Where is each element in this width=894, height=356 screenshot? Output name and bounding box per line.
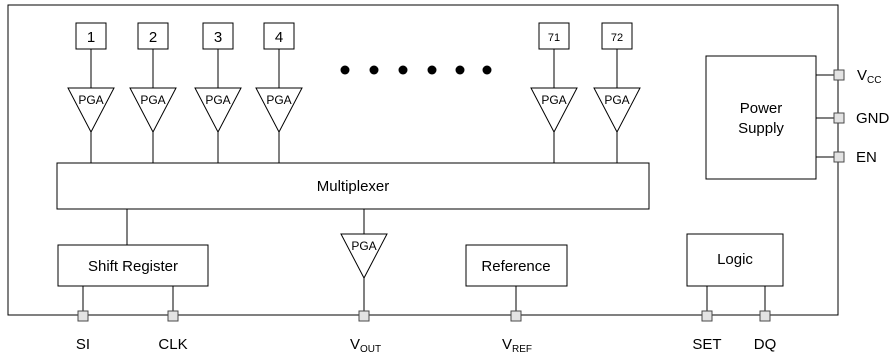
output-pga-label: PGA xyxy=(351,239,376,253)
channel-2: 2 PGA xyxy=(129,22,177,163)
pga-triangle xyxy=(593,87,641,134)
pin-square xyxy=(167,310,179,322)
ellipsis-dot xyxy=(427,65,437,75)
logic-block xyxy=(686,233,784,287)
pin-label: SET xyxy=(692,336,721,353)
channel-label: 1 xyxy=(87,29,95,46)
pga-label: PGA xyxy=(541,93,566,107)
channel-label: 2 xyxy=(149,29,157,46)
pin-vref: VREF xyxy=(502,310,532,355)
pin-square xyxy=(701,310,713,322)
pin-label: GND xyxy=(856,110,890,127)
pin-dq: DQ xyxy=(754,310,777,353)
power-supply-block xyxy=(705,55,817,180)
channel-label: 72 xyxy=(611,32,623,44)
shift-register-label: Shift Register xyxy=(88,258,178,275)
pin-square xyxy=(77,310,89,322)
pin-si: SI xyxy=(76,310,90,353)
pga-label: PGA xyxy=(140,93,165,107)
pga-triangle xyxy=(67,87,115,134)
pga-triangle xyxy=(129,87,177,134)
pga-label: PGA xyxy=(266,93,291,107)
ellipsis-dot xyxy=(398,65,408,75)
pin-vout: VOUT xyxy=(350,310,381,355)
pin-square xyxy=(833,112,845,124)
reference-label: Reference xyxy=(481,258,550,275)
pin-square xyxy=(759,310,771,322)
pga-triangle xyxy=(255,87,303,134)
pin-square xyxy=(510,310,522,322)
pin-vcc: VCC xyxy=(833,67,881,86)
multiplexer-label: Multiplexer xyxy=(317,178,390,195)
pga-triangle xyxy=(530,87,578,134)
pin-gnd: GND xyxy=(833,110,890,127)
output-pga-triangle xyxy=(340,233,388,280)
pin-square xyxy=(833,69,845,81)
channel-box xyxy=(601,22,633,50)
pga-triangle xyxy=(194,87,242,134)
pin-clk: CLK xyxy=(158,310,188,353)
pin-label: DQ xyxy=(754,336,777,353)
channel-3: 3 PGA xyxy=(194,22,242,163)
ellipsis-dot xyxy=(369,65,379,75)
reference-block xyxy=(465,244,568,287)
channel-box xyxy=(202,22,234,50)
channel-label: 4 xyxy=(275,29,283,46)
pin-label: EN xyxy=(856,149,877,166)
pin-label: VREF xyxy=(502,336,532,355)
ellipsis-dot xyxy=(455,65,465,75)
pin-en: EN xyxy=(833,149,877,166)
multiplexer-block xyxy=(56,162,650,210)
power-supply-label-line2: Supply xyxy=(738,120,784,137)
channel-71: 71 PGA xyxy=(530,22,578,163)
pin-square xyxy=(358,310,370,322)
pga-label: PGA xyxy=(604,93,629,107)
channel-72: 72 PGA xyxy=(593,22,641,163)
logic-label: Logic xyxy=(717,251,753,268)
pin-label: VCC xyxy=(857,67,881,86)
channel-label: 71 xyxy=(548,32,560,44)
pin-label: SI xyxy=(76,336,90,353)
ellipsis-dot xyxy=(482,65,492,75)
pin-label: VOUT xyxy=(350,336,381,355)
channel-1: 1 PGA xyxy=(67,22,115,163)
ellipsis-dot xyxy=(340,65,350,75)
ellipsis-dots xyxy=(340,65,492,75)
channel-label: 3 xyxy=(214,29,222,46)
pga-label: PGA xyxy=(78,93,103,107)
power-supply-label-line1: Power xyxy=(740,100,783,117)
pin-label: CLK xyxy=(158,336,187,353)
pin-square xyxy=(833,151,845,163)
pga-label: PGA xyxy=(205,93,230,107)
pin-set: SET xyxy=(692,310,722,353)
channel-4: 4 PGA xyxy=(255,22,303,163)
shift-register-block xyxy=(57,244,209,287)
